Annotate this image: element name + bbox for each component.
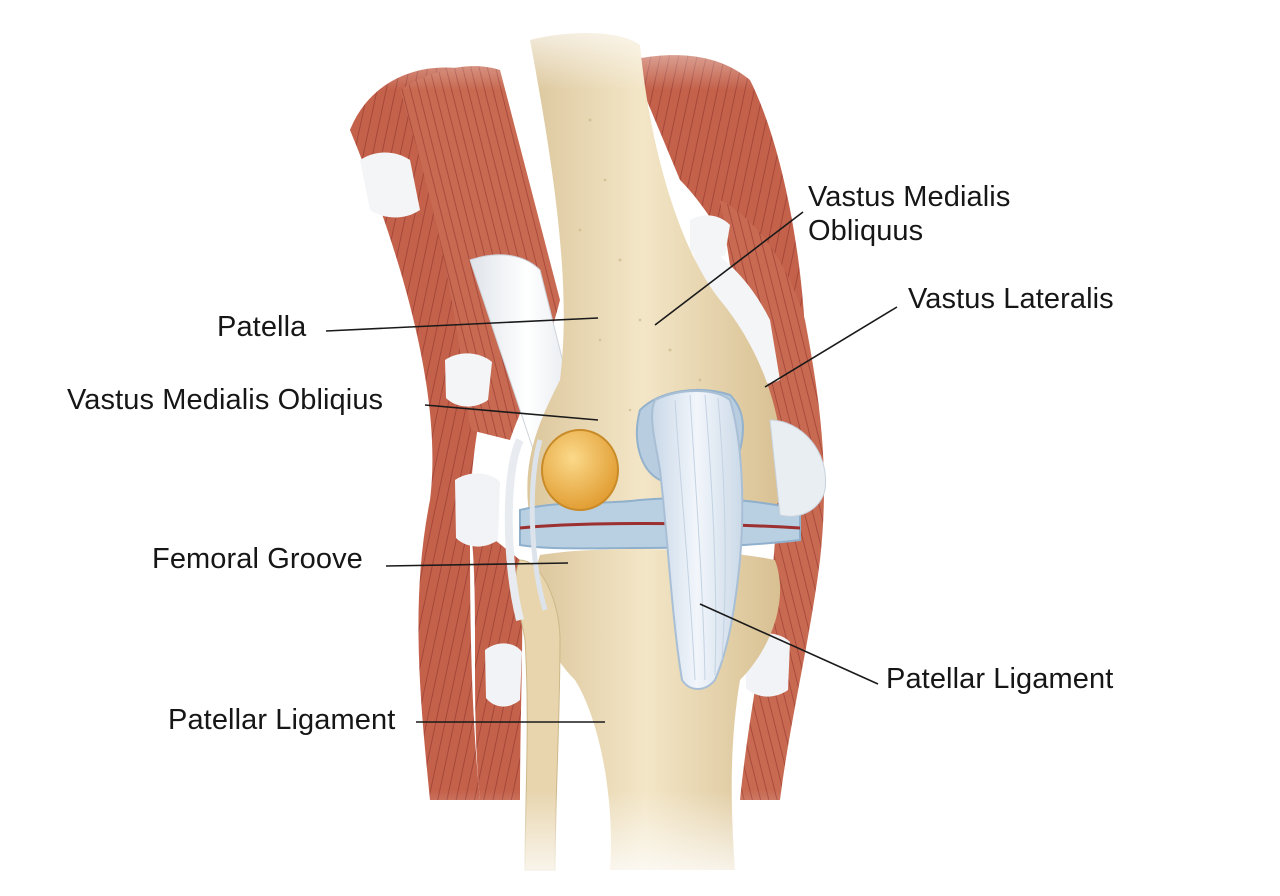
- label-vastus-medialis-obliqius-left: Vastus Medialis Obliqius: [67, 384, 384, 416]
- leader-vmo-left: [424, 404, 599, 421]
- joint-space-line: [519, 522, 801, 530]
- leader-vastus-lateralis: [764, 306, 898, 388]
- label-patellar-ligament-right: Patellar Ligament: [886, 663, 1114, 695]
- label-vmo-right-line1: Vastus Medialis: [808, 181, 1011, 213]
- leader-lines: [325, 211, 898, 723]
- lateral-meniscus: [769, 419, 827, 517]
- leader-patellar-ligament-right: [699, 603, 879, 685]
- patella-bone: [541, 429, 619, 511]
- label-vastus-medialis-obliquus-right: Vastus Medialis Obliquus: [808, 180, 1010, 248]
- leader-femoral-groove: [385, 562, 569, 567]
- patellar-ligament: [651, 390, 744, 690]
- label-femoral-groove: Femoral Groove: [152, 543, 363, 575]
- label-vastus-lateralis: Vastus Lateralis: [908, 283, 1114, 315]
- leader-patella: [325, 317, 599, 332]
- medial-tendon: [504, 438, 524, 621]
- medial-tendon-2: [529, 439, 548, 611]
- ligament-fibers: [674, 394, 726, 681]
- label-patella: Patella: [217, 311, 307, 343]
- label-vmo-right-line2: Obliquus: [808, 215, 924, 247]
- label-patellar-ligament-left: Patellar Ligament: [168, 704, 396, 736]
- leader-vmo-right: [654, 211, 804, 326]
